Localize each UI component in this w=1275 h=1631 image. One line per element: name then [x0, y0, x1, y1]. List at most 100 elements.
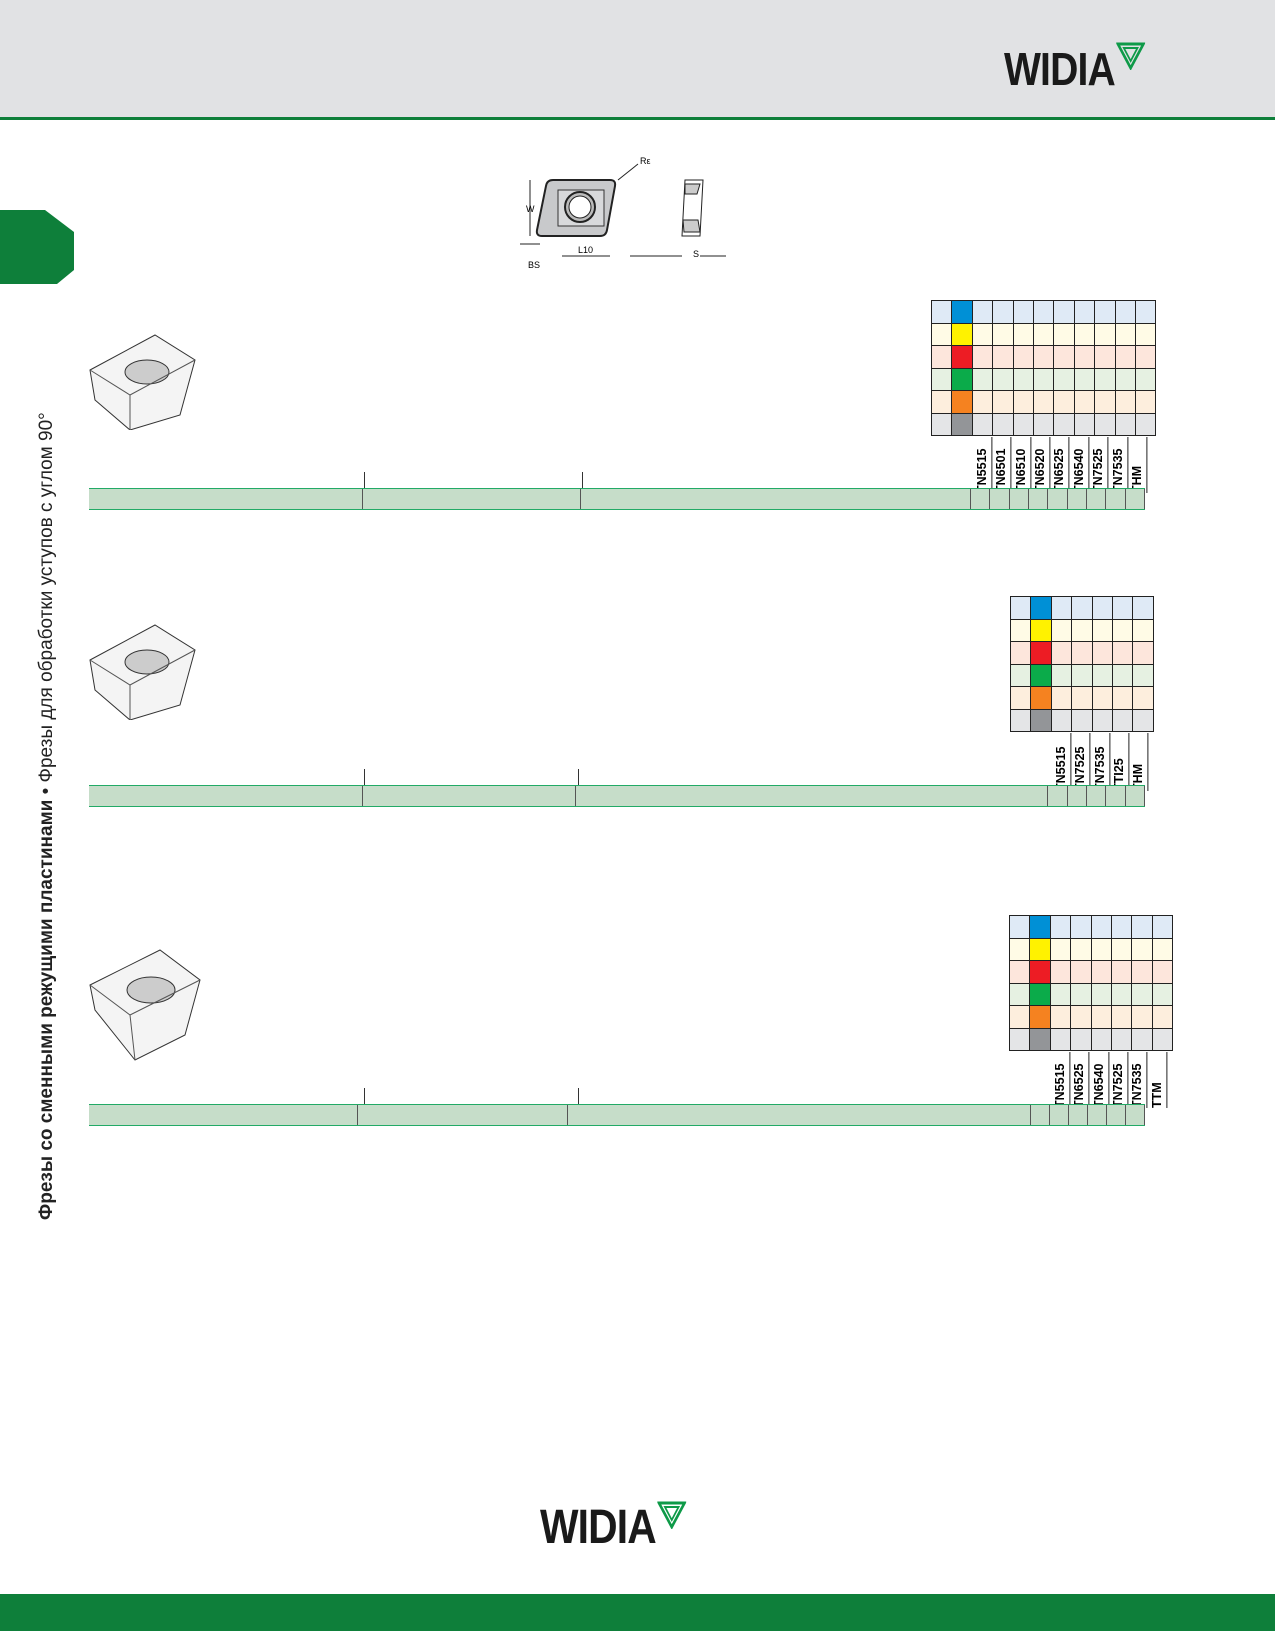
cell	[1048, 786, 1068, 806]
grade-label: TN7525	[1108, 1052, 1129, 1108]
grid-cell	[1132, 686, 1154, 710]
grid-cell	[1151, 1027, 1174, 1051]
table-row	[89, 488, 1145, 510]
grid-cell	[1091, 618, 1113, 642]
grid-cell	[930, 322, 953, 346]
iso-color-cell	[1029, 1005, 1051, 1029]
insert-image-2	[89, 624, 196, 720]
grade-label: TN6510	[1011, 437, 1031, 493]
grid-cell	[1073, 300, 1096, 324]
column-separator	[578, 1088, 579, 1104]
grid-cell	[1110, 915, 1133, 939]
grid-cell	[1114, 367, 1136, 391]
grade-label: TN5515	[972, 437, 993, 493]
cell	[568, 1105, 1031, 1125]
grid-cell	[1012, 300, 1034, 324]
grid-cell	[1012, 345, 1034, 369]
grid-cell	[1134, 300, 1157, 324]
grid-cell	[1094, 390, 1116, 414]
grid-cell	[1009, 663, 1032, 687]
grid-cell	[1071, 618, 1093, 642]
grade-label: TN5515	[1051, 733, 1072, 791]
grid-cell	[1131, 915, 1153, 939]
grid-cell	[1114, 322, 1136, 346]
iso-color-cell	[1029, 1027, 1051, 1051]
footer-widia-logo: WIDIA	[540, 1500, 687, 1555]
iso-color-cell	[951, 367, 973, 391]
grid-cell	[1111, 663, 1134, 687]
grade-label: TN7525	[1071, 733, 1091, 791]
grade-label: TN7525	[1089, 437, 1109, 493]
label-bs: BS	[528, 260, 540, 270]
page-header: WIDIA	[0, 0, 1275, 120]
grade-label: TN7535	[1128, 1052, 1148, 1108]
grid-cell	[1111, 641, 1134, 665]
logo-text: WIDIA	[1004, 43, 1116, 95]
cell	[1029, 489, 1049, 509]
grid-cell	[992, 412, 1014, 436]
grid-cell	[1131, 937, 1153, 961]
label-l10: L10	[578, 245, 593, 255]
grid-cell	[1009, 686, 1032, 710]
grid-cell	[971, 300, 994, 324]
iso-grade-grid	[930, 300, 1157, 436]
grid-cell	[1151, 982, 1174, 1006]
grid-cell	[1091, 596, 1113, 620]
column-separator	[578, 769, 579, 785]
grade-label: THM	[1127, 437, 1148, 493]
grid-cell	[1009, 708, 1032, 732]
grid-cell	[1049, 960, 1072, 984]
insert-dimension-diagram: W BS L10 Rε S	[520, 156, 726, 270]
grid-cell	[1090, 960, 1112, 984]
grid-cell	[1053, 300, 1075, 324]
grid-cell	[1008, 982, 1031, 1006]
grid-cell	[1050, 618, 1073, 642]
grid-cell	[930, 390, 953, 414]
grid-cell	[1053, 412, 1075, 436]
page-footer-bar	[0, 1594, 1275, 1631]
cell	[990, 489, 1010, 509]
grid-cell	[1094, 322, 1116, 346]
grid-cell	[930, 367, 953, 391]
grid-cell	[1070, 982, 1092, 1006]
grid-cell	[1032, 367, 1055, 391]
table-row	[89, 1104, 1146, 1126]
side-section-title: Фрезы со сменными режущими пластинами • …	[36, 412, 58, 1220]
grid-cell	[1008, 960, 1031, 984]
grid-cell	[1114, 390, 1136, 414]
grid-cell	[1132, 708, 1154, 732]
grid-cell	[1050, 686, 1073, 710]
iso-color-cell	[1030, 708, 1052, 732]
grid-cell	[1134, 412, 1157, 436]
grid-cell	[1090, 1027, 1112, 1051]
grid-cell	[1090, 1005, 1112, 1029]
grid-cell	[992, 322, 1014, 346]
grid-cell	[1053, 345, 1075, 369]
grid-cell	[1073, 345, 1096, 369]
grid-cell	[1114, 300, 1136, 324]
grid-cell	[1132, 618, 1154, 642]
cell	[1087, 489, 1107, 509]
cell	[581, 489, 971, 509]
grid-cell	[1050, 596, 1073, 620]
grade-label: TN6525	[1050, 437, 1070, 493]
grid-cell	[1131, 1005, 1153, 1029]
grid-cell	[1049, 1027, 1072, 1051]
grid-cell	[1094, 367, 1116, 391]
cell	[1126, 489, 1145, 509]
label-s: S	[693, 249, 699, 259]
grid-cell	[1032, 300, 1055, 324]
cell	[1068, 786, 1088, 806]
iso-color-cell	[1030, 641, 1052, 665]
grid-cell	[1111, 686, 1134, 710]
iso-color-cell	[951, 322, 973, 346]
grid-cell	[1008, 1027, 1031, 1051]
widia-logo: WIDIA	[1004, 42, 1146, 96]
grid-cell	[1053, 367, 1075, 391]
grid-cell	[1094, 300, 1116, 324]
cell	[1107, 1105, 1127, 1125]
grid-cell	[1094, 345, 1116, 369]
grid-cell	[1008, 1005, 1031, 1029]
grid-cell	[1012, 322, 1034, 346]
